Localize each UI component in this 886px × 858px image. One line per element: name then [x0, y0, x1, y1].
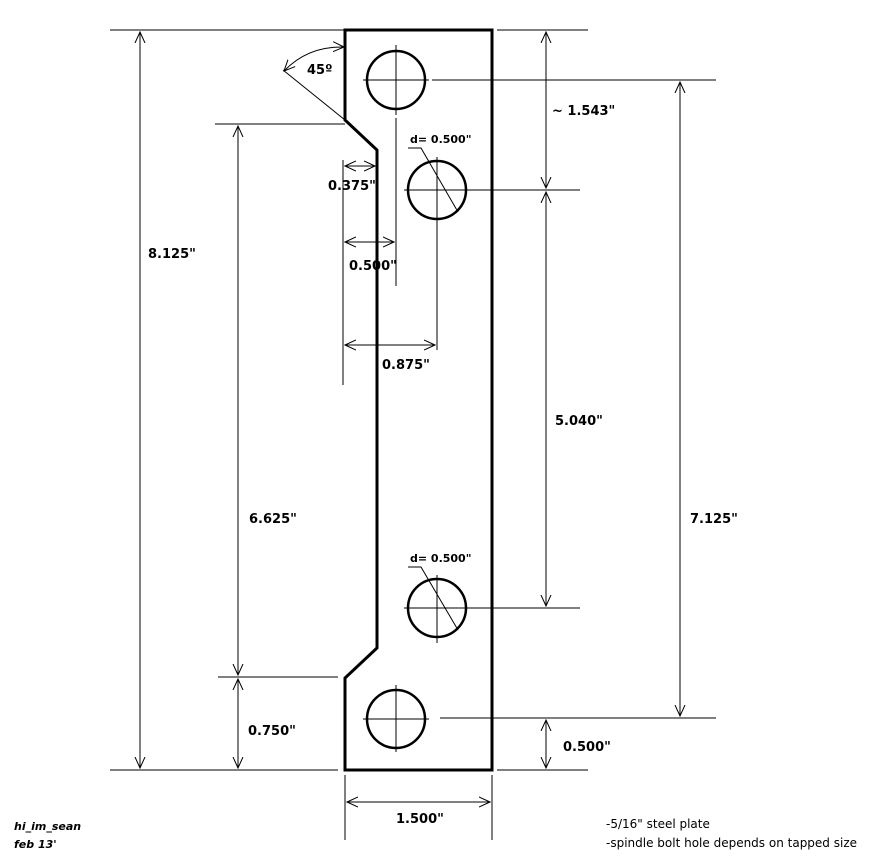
width-label: 1.500" [396, 812, 444, 827]
upper-spindle-hole [404, 157, 482, 350]
notch-to-slot-label: 0.500" [349, 259, 397, 274]
note-material: -5/16" steel plate [606, 817, 710, 831]
overall-height-label: 8.125" [148, 247, 196, 262]
note-spindle-hole: -spindle bolt hole depends on tapped siz… [606, 836, 857, 850]
bottom-offset-label: 0.750" [248, 724, 296, 739]
dimension-lines [140, 32, 680, 802]
hole-span-label: 7.125" [690, 512, 738, 527]
spindle-spacing-label: 5.040" [555, 414, 603, 429]
extension-lines [110, 29, 716, 840]
chamfer-angle-label: 45º [307, 63, 332, 78]
notch-depth-label: 0.375" [328, 179, 376, 194]
lower-spindle-diameter-label: d= 0.500" [410, 552, 471, 565]
plate-outline [343, 28, 494, 772]
upper-spindle-diameter-label: d= 0.500" [410, 133, 471, 146]
notch-span-label: 6.625" [249, 512, 297, 527]
drawing-date: feb 13' [14, 838, 57, 851]
diameter-leaders [408, 147, 459, 631]
top-bolt-hole [363, 45, 429, 115]
bottom-bolt-hole [363, 685, 429, 752]
bottom-hole-offset-label: 0.500" [563, 740, 611, 755]
lower-spindle-hole [404, 575, 488, 643]
top-hole-offset-label: ~ 1.543" [552, 104, 615, 119]
edge-to-spindle-label: 0.875" [382, 358, 430, 373]
chamfer-angle-annotation [282, 47, 346, 121]
author-signature: hi_im_sean [14, 820, 81, 833]
